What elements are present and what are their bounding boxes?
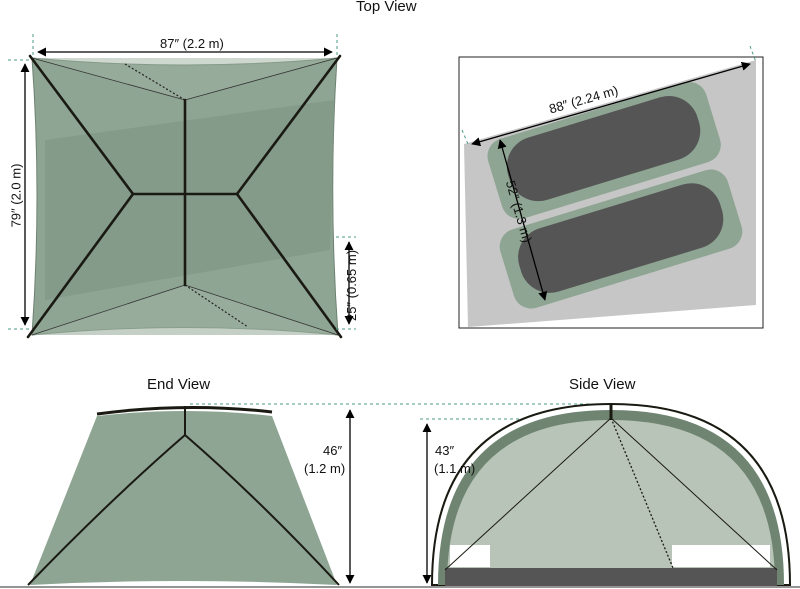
top-width-label: 87″ (2.2 m)	[157, 36, 227, 51]
end-view-tent	[27, 405, 340, 586]
side-height-inches: 43″	[435, 443, 455, 458]
side-view-tent	[430, 402, 792, 586]
end-height-inches: 46″	[323, 443, 343, 458]
end-view-title: End View	[147, 376, 211, 393]
sleeping-pad-bottom	[518, 183, 724, 293]
side-height-meters: (1.1 m)	[434, 461, 476, 476]
floor-width-dimension	[497, 139, 548, 301]
top-view-tent	[26, 54, 343, 339]
top-view-title: Top View	[356, 0, 417, 15]
vestibule-label: 25″ (0.65 m)	[344, 249, 360, 322]
end-height-meters: (1.2 m)	[304, 461, 346, 476]
top-depth-label: 79″ (2.0 m)	[8, 163, 24, 228]
side-view-title: Side View	[569, 376, 636, 393]
floor-length-dimension	[471, 61, 751, 147]
